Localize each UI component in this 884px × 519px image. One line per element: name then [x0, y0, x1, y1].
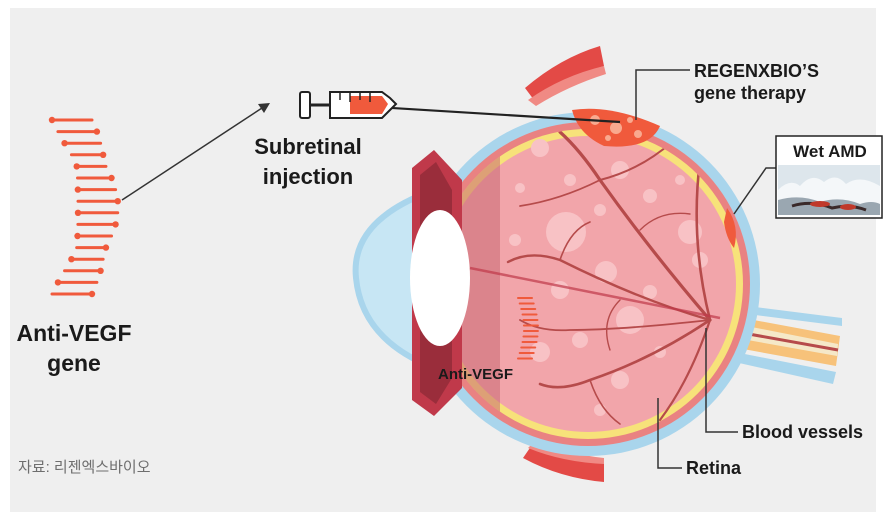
- injection-label: Subretinal injection: [248, 132, 368, 192]
- gene-label: Anti-VEGF gene: [14, 318, 134, 378]
- anti-vegf-label: Anti-VEGF: [438, 366, 513, 383]
- company-label-text: REGENXBIO’S gene therapy: [694, 61, 819, 103]
- blood-vessels-label: Blood vessels: [742, 421, 863, 443]
- source-note: 자료: 리젠엑스바이오: [18, 456, 151, 477]
- retina-thumbnail: [778, 165, 880, 215]
- gene-label-text: Anti-VEGF gene: [17, 320, 132, 376]
- company-label: REGENXBIO’S gene therapy: [694, 60, 819, 104]
- retina-label: Retina: [686, 457, 741, 479]
- injection-label-text: Subretinal injection: [254, 134, 362, 189]
- lens: [410, 210, 470, 346]
- wet-amd-label: Wet AMD: [782, 142, 878, 162]
